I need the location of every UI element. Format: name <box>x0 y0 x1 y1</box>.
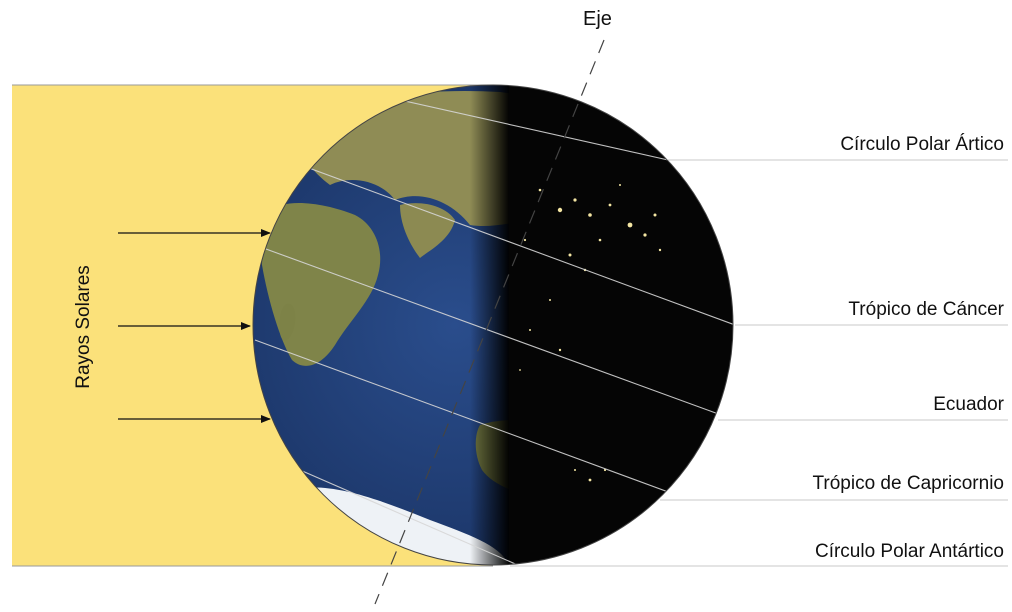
label-antarctic-circle: Círculo Polar Antártico <box>814 541 1004 562</box>
latitude-lines-on-globe <box>254 85 733 565</box>
solar-rays-label: Rayos Solares <box>73 265 94 389</box>
land-madagascar <box>279 303 296 341</box>
axis-label: Eje <box>583 8 612 30</box>
earth-axis <box>374 39 605 605</box>
night-terminator-gradient <box>470 85 510 565</box>
sun-ray-arrows <box>118 229 271 423</box>
label-tropic-of-cancer: Trópico de Cáncer <box>848 299 1004 320</box>
earth-globe <box>253 85 733 565</box>
night-side <box>509 85 733 565</box>
globe-outline <box>252 84 734 566</box>
label-tropic-of-capricorn: Trópico de Capricornio <box>812 473 1005 494</box>
label-equator: Ecuador <box>933 394 1004 415</box>
label-arctic-circle: Círculo Polar Ártico <box>840 134 1004 155</box>
city-lights <box>519 184 662 482</box>
latitude-guide-lines <box>510 159 1008 567</box>
